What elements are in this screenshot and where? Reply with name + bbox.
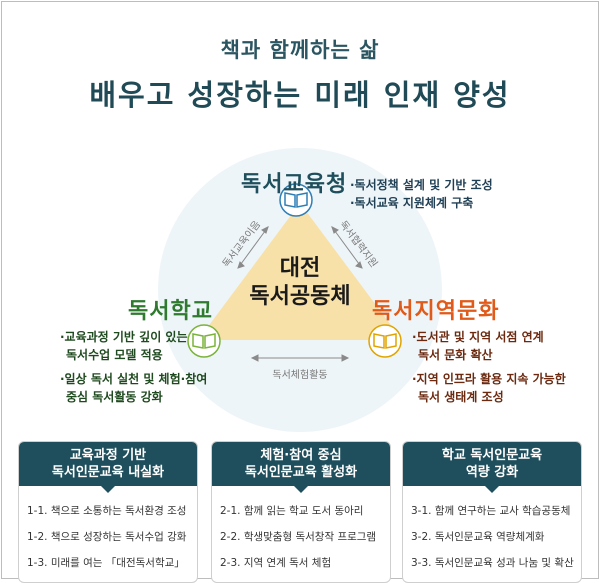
node-bullets-right: ·도서관 및 지역 서점 연계 독서 문화 확산 ·지역 인프라 활용 지속 가… (412, 328, 566, 406)
card-2-item-2: 2-2. 학생맞춤형 독서창작 프로그램 (220, 531, 377, 543)
book-icon-top (279, 183, 313, 217)
bullet-right-2: 독서 문화 확산 (418, 348, 493, 362)
node-title-left: 독서학교 (128, 299, 213, 324)
strategy-card-1: 교육과정 기반 독서인문교육 내실화 1-1. 책으로 소통하는 독서환경 조성… (18, 441, 198, 583)
bullet-left-2: 독서수업 모델 적용 (66, 348, 163, 362)
card-3-title-line-2: 역량 강화 (465, 465, 519, 480)
card-1-title-line-2: 독서인문교육 내실화 (51, 465, 165, 480)
card-1-items: 1-1. 책으로 소통하는 독서환경 조성 1-2. 책으로 성장하는 독서수업… (19, 486, 197, 582)
card-3-item-2: 3-2. 독서인문교육 역량체계화 (411, 531, 545, 543)
center-line-1: 대전 (279, 256, 321, 281)
card-3-items: 3-1. 함께 연구하는 교사 학습공동체 3-2. 독서인문교육 역량체계화 … (403, 486, 581, 582)
bottom-edge-arrowhead-left (250, 354, 259, 362)
node-bullets-left: ·교육과정 기반 깊이 있는 독서수업 모델 적용 ·일상 독서 실천 및 체험… (60, 328, 207, 406)
main-title: 배우고 성장하는 미래 인재 양성 (89, 78, 511, 112)
left-edge-arrowhead-top (261, 226, 269, 234)
strategy-card-2: 체험·참여 중심 독서인문교육 활성화 2-1. 함께 읽는 학교 도서 동아리… (211, 441, 391, 583)
card-3-title-line-1: 학교 독서인문교육 (441, 448, 543, 463)
card-1-item-3: 1-3. 미래를 여는 「대전독서학교」 (27, 557, 185, 569)
center-label: 대전 독서공동체 (230, 255, 370, 311)
bullet-right-4: 독서 생태계 조성 (418, 390, 504, 404)
book-icon-left (187, 324, 221, 358)
right-edge-arrowhead-bottom (355, 261, 363, 269)
community-diagram: 독서교육이음 독서협력지원 독서체험활동 (158, 148, 442, 432)
center-line-2: 독서공동체 (249, 284, 351, 309)
card-2-title-line-2: 독서인문교육 활성화 (244, 465, 358, 480)
bullet-right-1: ·도서관 및 지역 서점 연계 (412, 330, 544, 344)
right-edge-arrowhead-top (331, 226, 339, 234)
edge-arrows (237, 226, 363, 362)
subtitle: 책과 함께하는 삶 (220, 38, 380, 62)
bullet-left-1: ·교육과정 기반 깊이 있는 (60, 330, 188, 344)
card-3-header: 학교 독서인문교육 역량 강화 (403, 442, 581, 493)
card-1-header: 교육과정 기반 독서인문교육 내실화 (19, 442, 197, 493)
edge-label-bottom: 독서체험활동 (272, 368, 327, 381)
bullet-left-4: 중심 독서활동 강화 (66, 390, 163, 404)
card-2-title-line-1: 체험·참여 중심 (260, 448, 342, 463)
card-1-item-2: 1-2. 책으로 성장하는 독서수업 강화 (27, 531, 187, 543)
community-triangle (198, 203, 402, 340)
card-1-title-line-1: 교육과정 기반 (69, 448, 147, 463)
right-edge-arrow (331, 226, 363, 269)
bullet-top-2: ·독서교육 지원체계 구축 (350, 196, 474, 210)
left-edge-arrowhead-bottom (237, 261, 245, 269)
card-1-item-1: 1-1. 책으로 소통하는 독서환경 조성 (27, 505, 187, 517)
card-2-header: 체험·참여 중심 독서인문교육 활성화 (212, 442, 390, 493)
node-bullets-top: ·독서정책 설계 및 기반 조성 ·독서교육 지원체계 구축 (350, 176, 493, 212)
left-edge-arrow (237, 226, 269, 269)
strategy-card-3: 학교 독서인문교육 역량 강화 3-1. 함께 연구하는 교사 학습공동체 3-… (402, 441, 582, 583)
card-2-item-1: 2-1. 함께 읽는 학교 도서 동아리 (220, 505, 364, 517)
card-2-items: 2-1. 함께 읽는 학교 도서 동아리 2-2. 학생맞춤형 독서창작 프로그… (212, 486, 390, 582)
node-title-top: 독서교육청 (241, 172, 348, 197)
card-2-item-3: 2-3. 지역 연계 독서 체험 (220, 557, 332, 569)
bottom-edge-arrowhead-right (341, 354, 350, 362)
card-3-item-1: 3-1. 함께 연구하는 교사 학습공동체 (411, 505, 571, 517)
bullet-top-1: ·독서정책 설계 및 기반 조성 (350, 178, 493, 192)
card-3-item-3: 3-3. 독서인문교육 성과 나눔 및 확산 (411, 557, 574, 569)
bullet-right-3: ·지역 인프라 활용 지속 가능한 (412, 372, 566, 386)
book-icon-right (368, 324, 402, 358)
bullet-left-3: ·일상 독서 실천 및 체험·참여 (60, 372, 208, 386)
node-title-right: 독서지역문화 (372, 299, 500, 324)
